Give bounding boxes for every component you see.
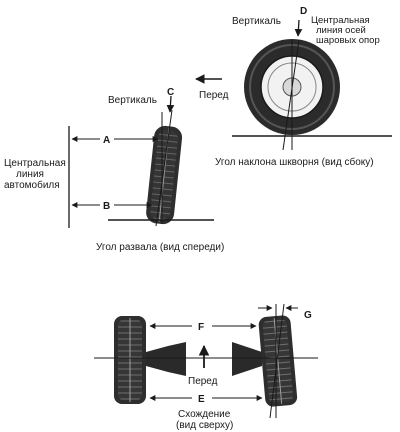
toe-g-marker: G [304,310,312,321]
caster-axis-label-3: шаровых опор [316,35,380,46]
centerline-label-1: Центральная [4,158,66,169]
toe-diagram: G F Перед E Схождение (вид сверху) [94,303,318,431]
caster-diagram: Вертикаль D Центральная линия осей шаров… [195,6,392,168]
toe-caption-1: Схождение [178,409,231,420]
caster-d-marker: D [300,6,307,17]
caster-vertical-label: Вертикаль [232,16,281,27]
toe-front-label: Перед [188,376,218,387]
caster-d-arrow [294,19,303,37]
caster-caption: Угол наклона шкворня (вид сбоку) [215,156,374,168]
toe-e-marker: E [198,394,205,405]
camber-tire [146,125,183,225]
centerline-label-3: автомобиля [4,179,60,191]
camber-c-arrow [166,95,175,113]
camber-c-marker: C [167,87,174,98]
caster-axis-label-2: линия осей [316,25,366,36]
caster-axis-label-1: Центральная [311,15,370,26]
toe-wheel-line [269,303,285,419]
toe-left-hub [146,342,186,376]
toe-caption-2: (вид сверху) [176,420,233,431]
toe-right-hub [232,342,262,376]
camber-wheel-line [155,109,173,227]
centerline-label-2: линия [16,169,44,180]
toe-left-tire [114,316,146,404]
camber-vertical-label: Вертикаль [108,95,157,106]
camber-b-marker: B [103,201,110,212]
toe-f-marker: F [198,322,204,333]
camber-caption: Угол развала (вид спереди) [96,242,224,253]
camber-diagram: C Вертикаль A B Центральная линия автомо… [4,87,224,253]
caster-front-label: Перед [199,90,229,101]
camber-a-marker: A [103,135,110,146]
caster-axis-line [282,39,300,151]
toe-right-tire [258,315,298,407]
